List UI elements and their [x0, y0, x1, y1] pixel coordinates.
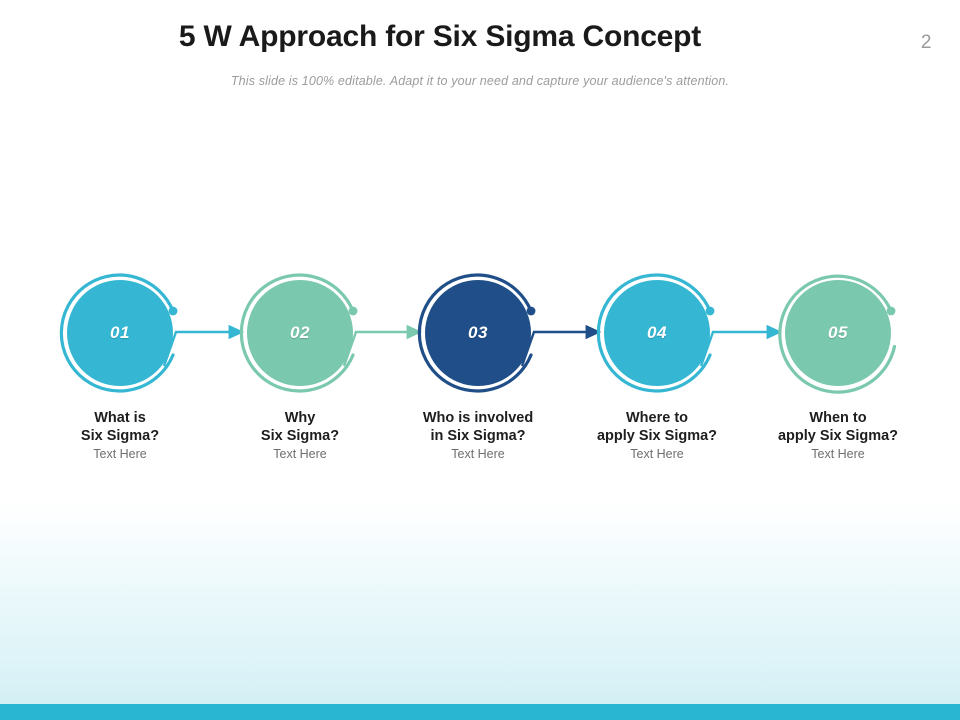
step-labels: Where to apply Six Sigma? Text Here [564, 410, 750, 462]
step-disc: 02 [247, 280, 353, 386]
page-title: 5 W Approach for Six Sigma Concept [178, 20, 702, 53]
ring-arc-icon [59, 273, 178, 393]
step-heading: Where to apply Six Sigma? [596, 410, 718, 444]
step-ring: 02 [225, 258, 375, 408]
step-labels: What is Six Sigma? Text Here [27, 410, 213, 462]
step-ring: 05 [763, 258, 913, 408]
step-disc: 01 [67, 280, 173, 386]
process-flow: 01 What is Six Sigma? Text Here 02 Why S… [0, 258, 960, 488]
step-subtext: Text Here [451, 447, 505, 461]
ring-arc-icon [778, 274, 897, 394]
page-subtitle: This slide is 100% editable. Adapt it to… [230, 74, 730, 88]
ring-arc-icon [239, 273, 358, 393]
flow-step[interactable]: 03 Who is involved in Six Sigma? Text He… [403, 258, 553, 461]
step-disc: 03 [425, 280, 531, 386]
ring-arc-icon [596, 273, 715, 393]
step-heading: Why Six Sigma? [260, 410, 340, 444]
step-disc: 05 [785, 280, 891, 386]
step-ring: 03 [403, 258, 553, 408]
step-number: 02 [290, 323, 310, 342]
step-heading: What is Six Sigma? [80, 410, 160, 444]
step-subtext: Text Here [811, 447, 865, 461]
step-labels: Who is involved in Six Sigma? Text Here [385, 410, 571, 462]
ring-arc-icon [417, 273, 536, 393]
step-ring: 01 [45, 258, 195, 408]
step-labels: Why Six Sigma? Text Here [207, 410, 393, 462]
flow-step[interactable]: 02 Why Six Sigma? Text Here [225, 258, 375, 461]
step-disc: 04 [604, 280, 710, 386]
flow-step[interactable]: 04 Where to apply Six Sigma? Text Here [582, 258, 732, 461]
step-heading: Who is involved in Six Sigma? [422, 410, 534, 444]
page-number: 2 [920, 32, 932, 53]
step-number: 04 [647, 323, 667, 342]
step-subtext: Text Here [273, 447, 327, 461]
flow-step[interactable]: 05 When to apply Six Sigma? Text Here [763, 258, 913, 461]
step-labels: When to apply Six Sigma? Text Here [745, 410, 931, 462]
step-heading: When to apply Six Sigma? [777, 410, 899, 444]
step-number: 05 [828, 323, 848, 342]
step-number: 01 [110, 323, 130, 342]
step-subtext: Text Here [93, 447, 147, 461]
flow-step[interactable]: 01 What is Six Sigma? Text Here [45, 258, 195, 461]
bottom-accent-bar [0, 704, 960, 720]
step-ring: 04 [582, 258, 732, 408]
step-number: 03 [468, 323, 488, 342]
step-subtext: Text Here [630, 447, 684, 461]
